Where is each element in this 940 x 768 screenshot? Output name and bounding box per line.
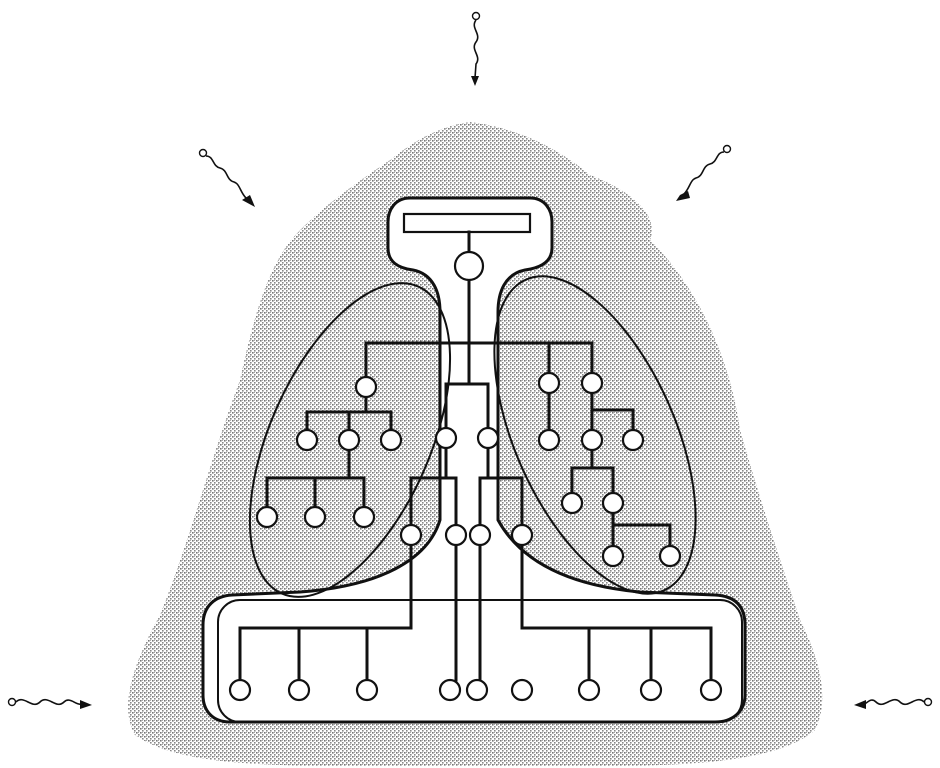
left-node: [381, 430, 401, 450]
base-node: [579, 680, 599, 700]
base-node: [440, 680, 460, 700]
left-node: [354, 507, 374, 527]
apex-node: [455, 252, 483, 280]
base-node: [289, 680, 309, 700]
signal-arrow-top: [471, 13, 480, 87]
base-node: [357, 680, 377, 700]
base-node: [641, 680, 661, 700]
signal-arrow-upper-left: [200, 150, 256, 208]
right-node: [623, 430, 643, 450]
center-node: [478, 428, 498, 448]
base-node: [512, 680, 532, 700]
right-node: [660, 546, 680, 566]
signal-arrow-right: [854, 699, 932, 710]
right-node: [603, 546, 623, 566]
signal-arrow-upper-right: [676, 146, 731, 202]
center-node: [470, 525, 490, 545]
center-node: [512, 525, 532, 545]
left-node: [339, 430, 359, 450]
left-node: [257, 507, 277, 527]
left-node: [297, 430, 317, 450]
left-node: [305, 507, 325, 527]
base-node: [467, 680, 487, 700]
right-node: [582, 373, 602, 393]
left-manager-node: [356, 377, 376, 397]
center-node: [401, 525, 421, 545]
center-node: [436, 428, 456, 448]
right-node: [539, 430, 559, 450]
center-node: [446, 525, 466, 545]
signal-arrow-left: [9, 699, 93, 710]
right-node: [562, 493, 582, 513]
base-node: [230, 680, 250, 700]
base-node: [701, 680, 721, 700]
right-node: [582, 430, 602, 450]
right-node: [539, 373, 559, 393]
right-node: [603, 493, 623, 513]
strategic-apex-box: [404, 214, 530, 232]
